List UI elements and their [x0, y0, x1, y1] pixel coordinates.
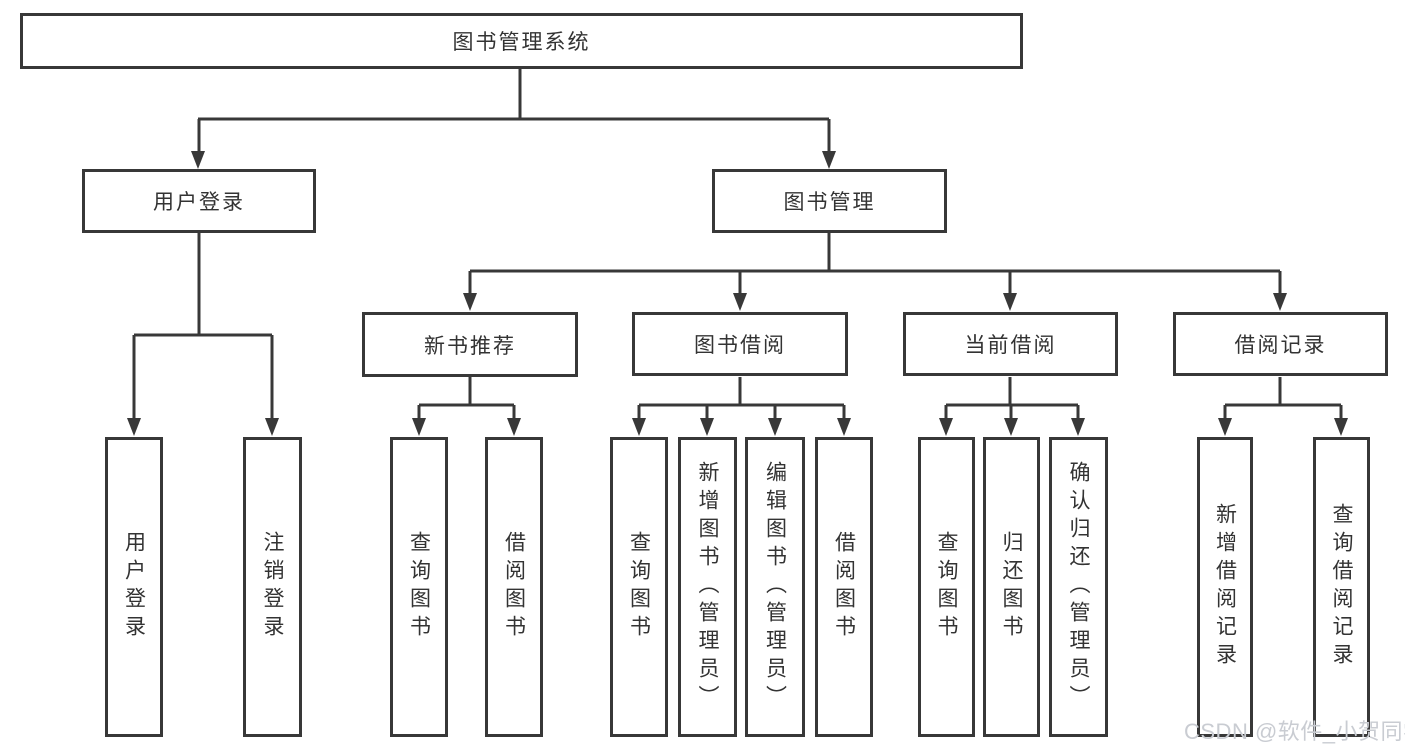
node-book-management-label: 图书管理: [783, 191, 876, 214]
leaf-return-book: 归还图书: [983, 437, 1040, 737]
leaf-add-book-admin: 新增图书（管理员）: [678, 437, 737, 737]
arrow-down-icon: [1071, 418, 1085, 436]
node-book-borrowing: 图书借阅: [632, 312, 848, 376]
node-user-login-label: 用户登录: [153, 191, 245, 214]
connector-borrowing-records-to-leaves: [1218, 377, 1348, 436]
leaf-user-login: 用户登录: [105, 437, 163, 737]
connector-book-management-to-level3: [463, 233, 1287, 311]
arrow-down-icon: [837, 418, 851, 436]
leaf-current-query-book: 查询图书: [918, 437, 975, 737]
connector-user-login-to-leaves: [127, 233, 279, 436]
leaf-newbook-query-book: 查询图书: [390, 437, 448, 737]
node-borrowing-records: 借阅记录: [1173, 312, 1388, 376]
arrow-down-icon: [733, 293, 747, 311]
connector-root-to-level2: [191, 68, 836, 169]
leaf-add-book-admin-label: 新增图书（管理员）: [696, 461, 719, 713]
arrow-down-icon: [822, 151, 836, 169]
arrow-down-icon: [265, 418, 279, 436]
leaf-user-login-label: 用户登录: [122, 531, 146, 643]
arrow-down-icon: [507, 418, 521, 436]
leaf-add-borrow-record: 新增借阅记录: [1197, 437, 1253, 737]
connector-book-borrowing-to-leaves: [632, 377, 851, 436]
node-new-book-recommend: 新书推荐: [362, 312, 578, 377]
leaf-edit-book-admin: 编辑图书（管理员）: [745, 437, 805, 737]
node-user-login: 用户登录: [82, 169, 316, 233]
leaf-borrowing-borrow-book: 借阅图书: [815, 437, 873, 737]
node-book-management: 图书管理: [712, 169, 947, 233]
csdn-watermark: CSDN @软件_小贺同学: [1184, 719, 1405, 744]
node-current-borrowing-label: 当前借阅: [964, 334, 1057, 357]
leaf-confirm-return-admin: 确认归还（管理员）: [1049, 437, 1108, 737]
arrow-down-icon: [463, 293, 477, 311]
leaf-borrowing-borrow-book-label: 借阅图书: [832, 531, 856, 643]
arrow-down-icon: [127, 418, 141, 436]
leaf-newbook-borrow-book-label: 借阅图书: [502, 531, 526, 643]
leaf-borrowing-query-book: 查询图书: [610, 437, 668, 737]
arrow-down-icon: [1218, 418, 1232, 436]
node-root-label: 图书管理系统: [452, 31, 591, 54]
connector-new-book-to-leaves: [412, 377, 521, 436]
connector-current-borrowing-to-leaves: [939, 377, 1085, 436]
leaf-edit-book-admin-label: 编辑图书（管理员）: [763, 461, 787, 713]
arrow-down-icon: [632, 418, 646, 436]
arrow-down-icon: [191, 151, 205, 169]
node-borrowing-records-label: 借阅记录: [1234, 334, 1327, 357]
node-book-borrowing-label: 图书借阅: [694, 334, 786, 357]
leaf-current-query-book-label: 查询图书: [935, 531, 958, 643]
leaf-query-borrow-record-label: 查询借阅记录: [1330, 503, 1353, 671]
node-root: 图书管理系统: [20, 13, 1023, 69]
leaf-borrowing-query-book-label: 查询图书: [627, 531, 651, 643]
arrow-down-icon: [939, 418, 953, 436]
node-new-book-recommend-label: 新书推荐: [424, 334, 516, 358]
arrow-down-icon: [412, 418, 426, 436]
leaf-logout-label: 注销登录: [261, 531, 284, 643]
arrow-down-icon: [1004, 418, 1018, 436]
leaf-newbook-borrow-book: 借阅图书: [485, 437, 543, 737]
arrow-down-icon: [700, 418, 714, 436]
leaf-return-book-label: 归还图书: [1000, 531, 1023, 643]
leaf-logout: 注销登录: [243, 437, 302, 737]
leaf-add-borrow-record-label: 新增借阅记录: [1213, 503, 1237, 671]
arrow-down-icon: [1334, 418, 1348, 436]
arrow-down-icon: [1003, 293, 1017, 311]
leaf-confirm-return-admin-label: 确认归还（管理员）: [1067, 461, 1090, 713]
node-current-borrowing: 当前借阅: [903, 312, 1118, 376]
leaf-query-borrow-record: 查询借阅记录: [1313, 437, 1370, 737]
arrow-down-icon: [768, 418, 782, 436]
leaf-newbook-query-book-label: 查询图书: [407, 531, 431, 643]
arrow-down-icon: [1273, 293, 1287, 311]
